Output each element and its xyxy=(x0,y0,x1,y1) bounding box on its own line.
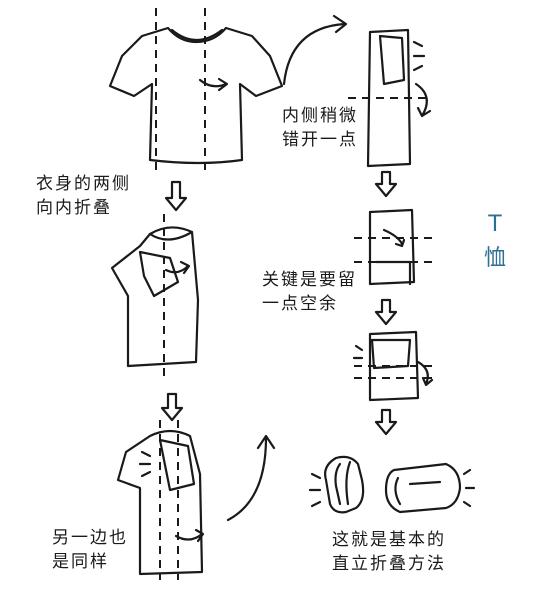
motion-marks-icon xyxy=(412,40,426,72)
tshirt-quarter-folded-illustration xyxy=(354,208,432,286)
step1-caption-line1: 衣身的两侧 xyxy=(36,174,131,194)
step1-caption: 衣身的两侧 向内折叠 xyxy=(36,172,131,220)
step2-caption: 另一边也 是同样 xyxy=(52,526,128,574)
step4-caption-line2: 一点空余 xyxy=(262,294,338,314)
step4-caption: 关键是要留 一点空余 xyxy=(262,268,357,316)
tshirt-block-folded-illustration xyxy=(352,330,434,402)
garment-title-line2: 恤 xyxy=(483,246,506,271)
step3-caption: 内侧稍微 错开一点 xyxy=(282,104,358,152)
step3-caption-line1: 内侧稍微 xyxy=(282,106,358,126)
down-arrow-icon xyxy=(164,180,188,212)
step5-caption-line1: 这就是基本的 xyxy=(332,530,446,550)
step1-caption-line2: 向内折叠 xyxy=(36,198,112,218)
curved-arrow-icon xyxy=(226,434,276,522)
step2-caption-line2: 是同样 xyxy=(52,552,109,572)
tshirt-both-folded-illustration xyxy=(116,420,205,580)
motion-marks-icon xyxy=(462,468,476,508)
motion-marks-icon xyxy=(308,472,322,508)
tshirt-long-folded-illustration xyxy=(348,28,432,168)
curved-arrow-icon xyxy=(282,14,348,86)
motion-marks-icon xyxy=(138,450,152,478)
rotate-arrow-icon xyxy=(198,77,229,92)
garment-title-line1: T xyxy=(488,212,502,237)
down-arrow-icon xyxy=(160,392,184,422)
down-arrow-icon xyxy=(374,298,398,326)
tshirt-flat-illustration xyxy=(108,8,284,170)
step4-caption-line1: 关键是要留 xyxy=(262,270,357,290)
garment-title: T 恤 xyxy=(480,208,510,276)
step5-caption-line2: 直立折叠方法 xyxy=(332,554,446,574)
tshirt-half-folded-illustration xyxy=(110,214,200,382)
tshirt-final-folded-illustration xyxy=(308,455,476,514)
step2-caption-line1: 另一边也 xyxy=(52,528,128,548)
motion-marks-icon xyxy=(352,344,364,360)
down-arrow-icon xyxy=(374,170,398,198)
step5-caption: 这就是基本的 直立折叠方法 xyxy=(332,528,446,576)
step3-caption-line2: 错开一点 xyxy=(282,130,358,150)
down-arrow-icon xyxy=(374,408,398,436)
